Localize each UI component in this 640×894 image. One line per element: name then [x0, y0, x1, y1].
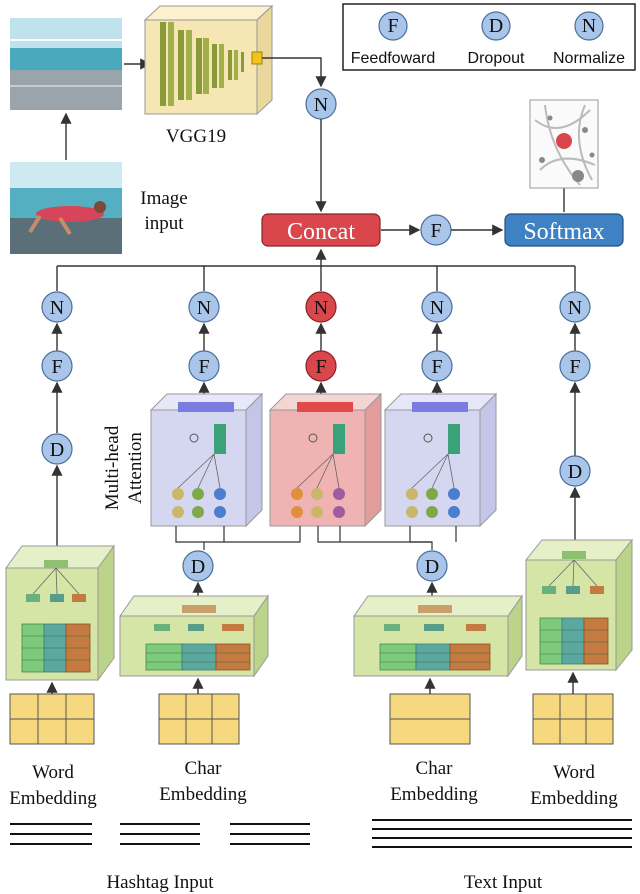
- legend-symbol-f: F: [387, 15, 398, 37]
- embedding-table-word-text: [532, 671, 614, 745]
- text-input-label: Text Input: [464, 872, 543, 893]
- svg-text:N: N: [314, 297, 328, 319]
- normalize-node-red: [305, 291, 337, 323]
- dropout-node-char-text: D: [416, 550, 448, 582]
- svg-text:N: N: [197, 297, 211, 319]
- svg-text:D: D: [50, 439, 64, 461]
- feedforward-node-red: [305, 350, 337, 382]
- svg-text:F: F: [430, 220, 441, 242]
- normalize-node: [559, 291, 591, 323]
- svg-text:F: F: [431, 356, 442, 378]
- embedding-table-char-hashtag: [158, 677, 240, 745]
- image-input-label-1: Image: [140, 188, 187, 209]
- legend-symbol-d: D: [489, 15, 503, 37]
- embedding-grid: [145, 643, 251, 671]
- word-embedding-hashtag-label-2: Embedding: [9, 788, 97, 809]
- attention-block-left: [149, 392, 264, 528]
- legend-item-dropout: D Dropout: [468, 11, 525, 67]
- feedforward-node: [41, 350, 73, 382]
- feedforward-node-fusion: F: [420, 214, 452, 246]
- image-photo-input: [10, 162, 122, 254]
- encoder-cube-word-text: [524, 538, 634, 672]
- vgg-label: VGG19: [166, 126, 226, 147]
- attention-connections: [175, 526, 457, 550]
- embedding-grid: [21, 623, 91, 673]
- embedding-table-word-hashtag: [9, 681, 95, 745]
- svg-text:N: N: [50, 297, 64, 319]
- char-embedding-text-label-1: Char: [416, 758, 454, 779]
- encoder-cube-word-hashtag: [5, 544, 115, 682]
- svg-text:D: D: [568, 461, 582, 483]
- attention-label-1: Multi-head: [102, 425, 123, 510]
- output-classes-icon: [529, 99, 599, 189]
- image-branch: VGG19 Image input N: [10, 4, 337, 254]
- vgg-network-block: [143, 4, 274, 116]
- normalize-node-image: N: [305, 88, 337, 120]
- column-char-text-nodes: N F: [421, 291, 453, 400]
- feedforward-node: [559, 350, 591, 382]
- svg-text:N: N: [314, 94, 328, 116]
- legend: F Feedfoward D Dropout N Normalize: [342, 3, 636, 71]
- char-embedding-hashtag-label-1: Char: [185, 758, 223, 779]
- softmax-box: [504, 213, 624, 247]
- word-embedding-hashtag-label-1: Word: [32, 762, 74, 783]
- legend-item-normalize: N Normalize: [553, 11, 625, 67]
- concat-bus: [56, 248, 576, 291]
- dropout-node-char-hashtag: D: [182, 550, 214, 582]
- char-embedding-text-label-2: Embedding: [390, 784, 478, 805]
- svg-text:N: N: [430, 297, 444, 319]
- attention-block-center: [268, 392, 383, 528]
- normalize-node: [421, 291, 453, 323]
- attention-label-2: Attention: [125, 432, 146, 504]
- hashtag-input-lines: [10, 823, 310, 845]
- column-char-hashtag-nodes: N F: [188, 291, 220, 400]
- legend-label-feedforward: Feedfoward: [351, 50, 436, 67]
- image-input-label-2: input: [144, 213, 184, 234]
- word-embedding-text-label-1: Word: [553, 762, 595, 783]
- encoder-cube-char-hashtag: [119, 594, 269, 678]
- softmax-label: Softmax: [523, 219, 604, 245]
- word-embedding-text-label-2: Embedding: [530, 788, 618, 809]
- concat-box: [261, 213, 381, 247]
- embedding-grid: [379, 643, 491, 671]
- embedding-grid: [539, 617, 609, 665]
- svg-text:D: D: [191, 556, 205, 578]
- column-word-text-nodes: N F D: [559, 291, 591, 540]
- svg-text:N: N: [568, 297, 582, 319]
- char-embedding-hashtag-label-2: Embedding: [159, 784, 247, 805]
- svg-text:F: F: [315, 356, 326, 378]
- column-cross-attention-nodes: N F: [305, 291, 337, 400]
- legend-label-normalize: Normalize: [553, 50, 625, 67]
- legend-symbol-n: N: [582, 15, 596, 37]
- column-word-hashtag-nodes: N F D: [41, 291, 73, 550]
- attention-block-right: [383, 392, 498, 528]
- svg-text:F: F: [198, 356, 209, 378]
- svg-text:D: D: [425, 556, 439, 578]
- text-input-lines: [372, 819, 632, 848]
- normalize-node: [188, 291, 220, 323]
- embedding-table-char-text: [389, 677, 471, 745]
- encoder-cube-char-text: [353, 594, 523, 678]
- svg-text:F: F: [51, 356, 62, 378]
- concat-label: Concat: [287, 219, 355, 245]
- hashtag-input-label: Hashtag Input: [106, 872, 214, 893]
- image-photo-top: [10, 18, 122, 110]
- vgg-layers: [160, 22, 263, 106]
- legend-label-dropout: Dropout: [468, 50, 525, 67]
- legend-item-feedforward: F Feedfoward: [351, 11, 436, 67]
- svg-text:F: F: [569, 356, 580, 378]
- normalize-node: [41, 291, 73, 323]
- feedforward-node: [421, 350, 453, 382]
- dropout-node: [559, 455, 591, 487]
- dropout-node: [41, 433, 73, 465]
- fusion-block: Concat F Softmax: [261, 99, 624, 247]
- feedforward-node: [188, 350, 220, 382]
